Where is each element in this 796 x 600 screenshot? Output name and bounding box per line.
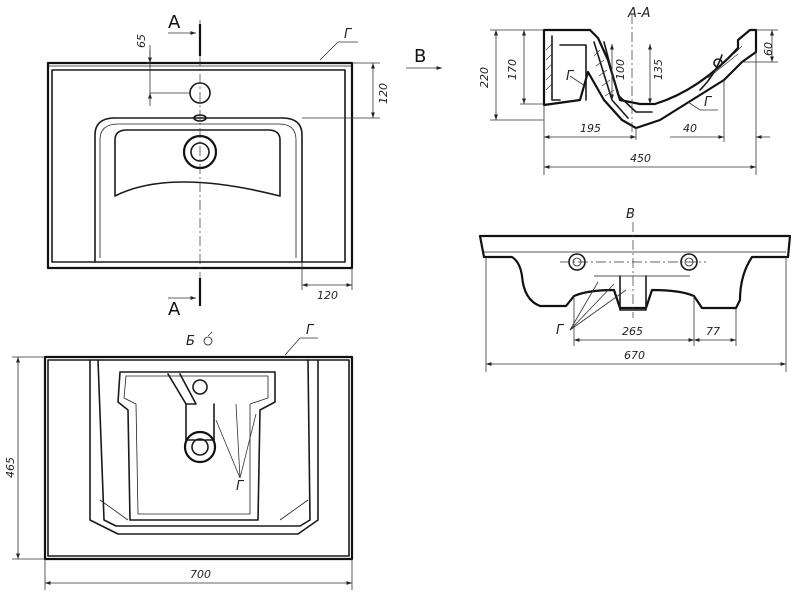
feature-g-section-2: Г xyxy=(704,95,713,110)
bottom-tap-hole-icon xyxy=(192,379,208,395)
dim-120-right: 120 xyxy=(377,83,390,104)
view-b: B Г 265 77 670 xyxy=(478,207,792,372)
dim-195: 195 xyxy=(580,122,601,135)
dim-265: 265 xyxy=(622,325,643,338)
dim-465: 465 xyxy=(4,457,17,478)
dim-65: 65 xyxy=(135,34,148,48)
dim-120-bottom: 120 xyxy=(317,289,338,302)
feature-g-top: Г xyxy=(344,27,353,42)
dim-100: 100 xyxy=(614,59,627,80)
dim-450: 450 xyxy=(630,152,651,165)
bottom-view: Б Г Г 465 xyxy=(4,323,354,590)
section-mark-top: A xyxy=(168,12,181,33)
section-mark-bottom: A xyxy=(168,299,181,320)
section-title: A-A xyxy=(627,6,650,21)
view-bottom-title: Б xyxy=(186,334,195,349)
dim-670: 670 xyxy=(624,349,645,362)
view-b-marker: B xyxy=(414,46,426,67)
view-b-title: B xyxy=(626,207,635,222)
dim-170: 170 xyxy=(506,59,519,80)
feature-g-section-1: Г xyxy=(566,69,575,84)
section-profile xyxy=(542,28,758,130)
feature-g-view-b: Г xyxy=(556,323,565,338)
view-b-outline xyxy=(478,234,792,310)
feature-g-bottom-2: Г xyxy=(306,323,315,338)
dim-77: 77 xyxy=(706,325,720,338)
dim-220: 220 xyxy=(478,67,491,88)
bottom-drain-icon xyxy=(183,430,217,464)
dim-700: 700 xyxy=(190,568,211,581)
dim-60: 60 xyxy=(762,42,775,56)
section-view: A-A 220 170 100 135 60 xyxy=(406,6,778,175)
dim-40: 40 xyxy=(683,122,697,135)
top-view: A A 65 120 120 Г xyxy=(46,12,390,320)
top-view-rim xyxy=(51,69,346,263)
dim-135: 135 xyxy=(652,59,665,80)
bottom-view-bowl xyxy=(117,371,276,521)
top-view-basin xyxy=(94,117,303,263)
top-view-bowl xyxy=(114,129,281,197)
feature-g-bottom-1: Г xyxy=(236,479,245,494)
